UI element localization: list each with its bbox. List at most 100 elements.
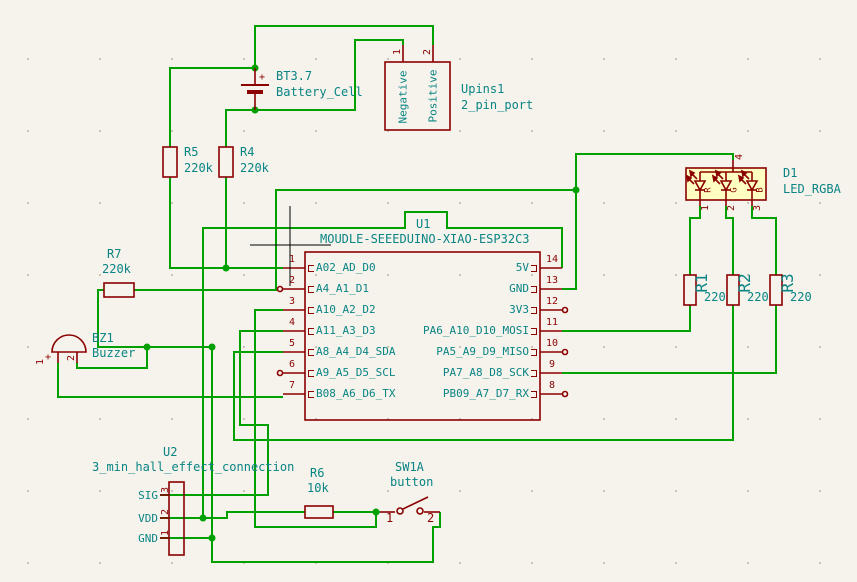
wire-buzzer1-pin7[interactable] — [57, 363, 283, 398]
r5-value[interactable]: 220k — [184, 161, 213, 175]
r3-value[interactable]: 220 — [790, 290, 812, 304]
u1-pin4-name: A11_A3_D3 — [308, 325, 376, 336]
r4-ref[interactable]: R4 — [240, 145, 255, 159]
wire-gnd-r7[interactable] — [134, 189, 576, 291]
wire-r7-left[interactable] — [97, 289, 147, 348]
u1-pin2-name: A4_A1_D1 — [308, 283, 369, 294]
wire-led1-r1[interactable] — [689, 206, 701, 275]
wire-5v-rail[interactable] — [160, 211, 563, 519]
led-diode-green — [711, 169, 733, 200]
u1-pin3-number: 3 — [288, 296, 296, 307]
u2-pin2-number: 2 — [160, 508, 171, 516]
u1-pin9-name: PA7_A8_D8_SCK — [340, 367, 537, 378]
u2-value[interactable]: 3_min_hall_effect_connection — [92, 460, 295, 474]
battery-ref[interactable]: BT3.7 — [276, 69, 313, 83]
u2-pin1-number: 1 — [160, 529, 171, 537]
pin-clip-icon — [308, 306, 314, 314]
port-ref[interactable]: Upins1 — [461, 82, 505, 96]
wire-led2-r2[interactable] — [725, 206, 734, 275]
r5-ref[interactable]: R5 — [184, 145, 199, 159]
u1-pin10-number: 10 — [545, 338, 559, 349]
wire-pin11-r1[interactable] — [562, 305, 691, 332]
resistor-r5[interactable] — [162, 146, 178, 178]
resistor-r3[interactable] — [769, 274, 783, 306]
pin-clip-icon — [308, 264, 314, 272]
r4-value[interactable]: 220k — [240, 161, 269, 175]
led-channel-g-label: G — [729, 187, 740, 193]
switch-symbol[interactable] — [380, 496, 440, 515]
wire-pin3-switch[interactable] — [254, 309, 377, 528]
port-pin-positive-label: Positive — [426, 69, 440, 123]
wire-pin9-r3[interactable] — [562, 305, 777, 374]
u2-ref[interactable]: U2 — [163, 445, 178, 459]
u2-vdd-label: VDD — [138, 512, 158, 525]
battery-value[interactable]: Battery_Cell — [276, 85, 363, 99]
u1-pin8-name: PB09_A7_D7_RX — [340, 388, 537, 399]
resistor-r4[interactable] — [218, 146, 234, 178]
u1-pin13-name: GND — [340, 283, 537, 294]
led-ref[interactable]: D1 — [783, 166, 798, 180]
wire-batt-pos-port[interactable] — [254, 25, 434, 68]
r7-ref[interactable]: R7 — [107, 247, 122, 261]
r1-value[interactable]: 220 — [704, 290, 726, 304]
r2-value[interactable]: 220 — [747, 290, 769, 304]
wire-divider-pin1[interactable] — [169, 177, 283, 269]
u1-pin10-name: PA5_A9_D9_MISO — [340, 346, 537, 357]
u1-pin13-number: 13 — [545, 275, 559, 286]
u1-pin9-number: 9 — [548, 359, 556, 370]
u1-value[interactable]: MOUDLE-SEEEDUINO-XIAO-ESP32C3 — [320, 232, 530, 246]
u1-ref[interactable]: U1 — [416, 217, 431, 231]
led-diode-red — [685, 169, 707, 200]
u1-pin11-name: PA6_A10_D10_MOSI — [340, 325, 537, 336]
wire-led3-r3[interactable] — [751, 206, 777, 275]
port-symbol[interactable] — [384, 45, 451, 131]
wire-batt-pos-r5[interactable] — [169, 67, 255, 147]
resistor-r2[interactable] — [726, 274, 740, 306]
r6-value[interactable]: 10k — [307, 481, 329, 495]
r6-ref[interactable]: R6 — [310, 466, 325, 480]
battery-symbol[interactable] — [241, 68, 269, 110]
junction-dots — [143, 64, 580, 542]
u2-sig-label: SIG — [138, 489, 158, 502]
wire-r6-left-vdd[interactable] — [203, 511, 305, 519]
battery-plus-sign: + — [258, 72, 266, 83]
led-pin1-number: 1 — [700, 204, 711, 212]
pin-clip-icon — [308, 327, 314, 335]
buzzer-symbol[interactable] — [51, 334, 87, 363]
pin-clip-icon — [531, 306, 537, 314]
u1-pin14-name: 5V — [340, 262, 537, 273]
pin-clip-icon — [531, 285, 537, 293]
u1-pin7-name: B08_A6_D6_TX — [308, 388, 395, 399]
wire-gnd-switch2[interactable] — [211, 512, 441, 563]
wire-gnd-led4[interactable] — [562, 153, 734, 290]
r7-value[interactable]: 220k — [102, 262, 131, 276]
wire-buzzer2[interactable] — [76, 347, 148, 369]
buzzer-pin2-number: 2 — [66, 354, 77, 362]
u1-symbol[interactable] — [276, 251, 569, 421]
u1-pin12-name: 3V3 — [340, 304, 537, 315]
led-rgba-symbol[interactable] — [685, 160, 767, 206]
resistor-r6[interactable] — [304, 505, 334, 519]
u2-gnd-label: GND — [138, 532, 158, 545]
buzzer-ref[interactable]: BZ1 — [92, 331, 114, 345]
u2-symbol[interactable] — [160, 481, 185, 556]
wire-batt-neg-port[interactable] — [255, 39, 404, 111]
led-channel-b-label: B — [755, 187, 766, 193]
pin-clip-icon — [308, 369, 314, 377]
buzzer-value[interactable]: Buzzer — [92, 346, 136, 360]
switch-ref[interactable]: SW1A — [395, 460, 424, 474]
led-value[interactable]: LED_RGBA — [783, 182, 841, 196]
u1-pin4-number: 4 — [288, 317, 296, 328]
port-value[interactable]: 2_pin_port — [461, 98, 534, 112]
wire-pin5-r2[interactable] — [233, 305, 734, 441]
switch-value[interactable]: button — [390, 475, 434, 489]
buzzer-plus-sign: + — [44, 352, 52, 363]
pin-clip-icon — [531, 327, 537, 335]
wire-pin4-sig[interactable] — [160, 330, 283, 496]
wire-batt-neg-r4[interactable] — [225, 109, 255, 147]
resistor-r1[interactable] — [683, 274, 697, 306]
resistor-r7[interactable] — [103, 282, 135, 298]
u1-pin14-number: 14 — [545, 254, 559, 265]
